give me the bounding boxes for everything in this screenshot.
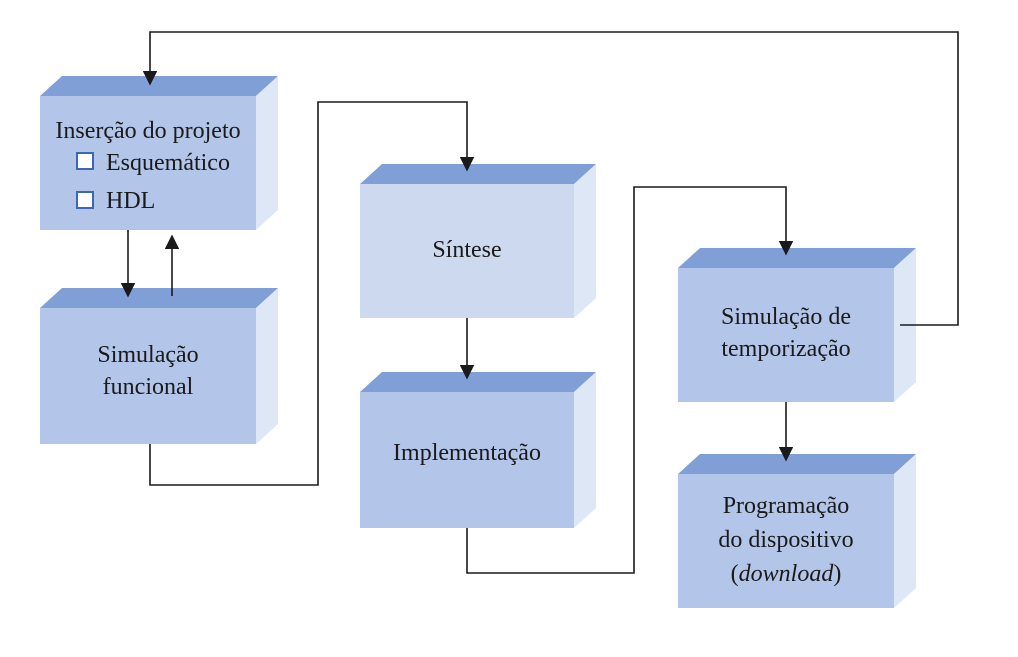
synthesis-label: Síntese [432, 237, 501, 263]
connector-implementation-to-timing-sim [466, 186, 794, 574]
download-word: download [739, 561, 835, 587]
implementation-label: Implementação [393, 440, 541, 466]
hdl-option-label: HDL [106, 188, 155, 214]
functional-simulation-box: Simulação funcional [40, 288, 278, 444]
timing-simulation-box-top [678, 248, 916, 268]
design-entry-box: Inserção do projeto Esquemático HDL [40, 76, 278, 230]
timing-simulation-box: Simulação de temporização [678, 248, 916, 402]
timing-simulation-label-line-2: temporização [721, 336, 850, 362]
download-open-paren: ( [731, 561, 739, 587]
synthesis-box-front [360, 184, 574, 318]
functional-simulation-box-side [256, 288, 278, 444]
design-entry-box-top [40, 76, 278, 96]
timing-simulation-label-line-1: Simulação de [721, 304, 851, 330]
synthesis-box-top [360, 164, 596, 184]
functional-simulation-label-line-2: funcional [103, 374, 194, 400]
synthesis-box-side [574, 164, 596, 318]
download-close-paren: ) [833, 561, 841, 587]
design-entry-box-side [256, 76, 278, 230]
device-programming-box-side [894, 454, 916, 608]
functional-simulation-label-line-1: Simulação [97, 342, 198, 368]
connector-functional-sim-to-synthesis [149, 101, 475, 486]
device-programming-label-line-2: do dispositivo [718, 527, 853, 553]
synthesis-box: Síntese [360, 164, 596, 318]
hdl-checkbox-icon [76, 191, 94, 209]
schematic-option-label: Esquemático [106, 150, 230, 176]
device-programming-label-line-1: Programação [723, 493, 850, 519]
implementation-box: Implementação [360, 372, 596, 528]
device-programming-box: Programação do dispositivo (download) [678, 454, 916, 608]
feedback-connector-timing-to-entry [142, 31, 959, 326]
functional-simulation-box-front [40, 308, 256, 444]
functional-simulation-box-top [40, 288, 278, 308]
device-programming-box-front [678, 474, 894, 608]
schematic-checkbox-icon [76, 152, 94, 170]
implementation-box-front [360, 392, 574, 528]
timing-simulation-box-front [678, 268, 894, 402]
device-programming-label-line-3: (download) [731, 561, 842, 587]
implementation-box-side [574, 372, 596, 528]
design-entry-title: Inserção do projeto [55, 118, 240, 144]
device-programming-box-top [678, 454, 916, 474]
implementation-box-top [360, 372, 596, 392]
